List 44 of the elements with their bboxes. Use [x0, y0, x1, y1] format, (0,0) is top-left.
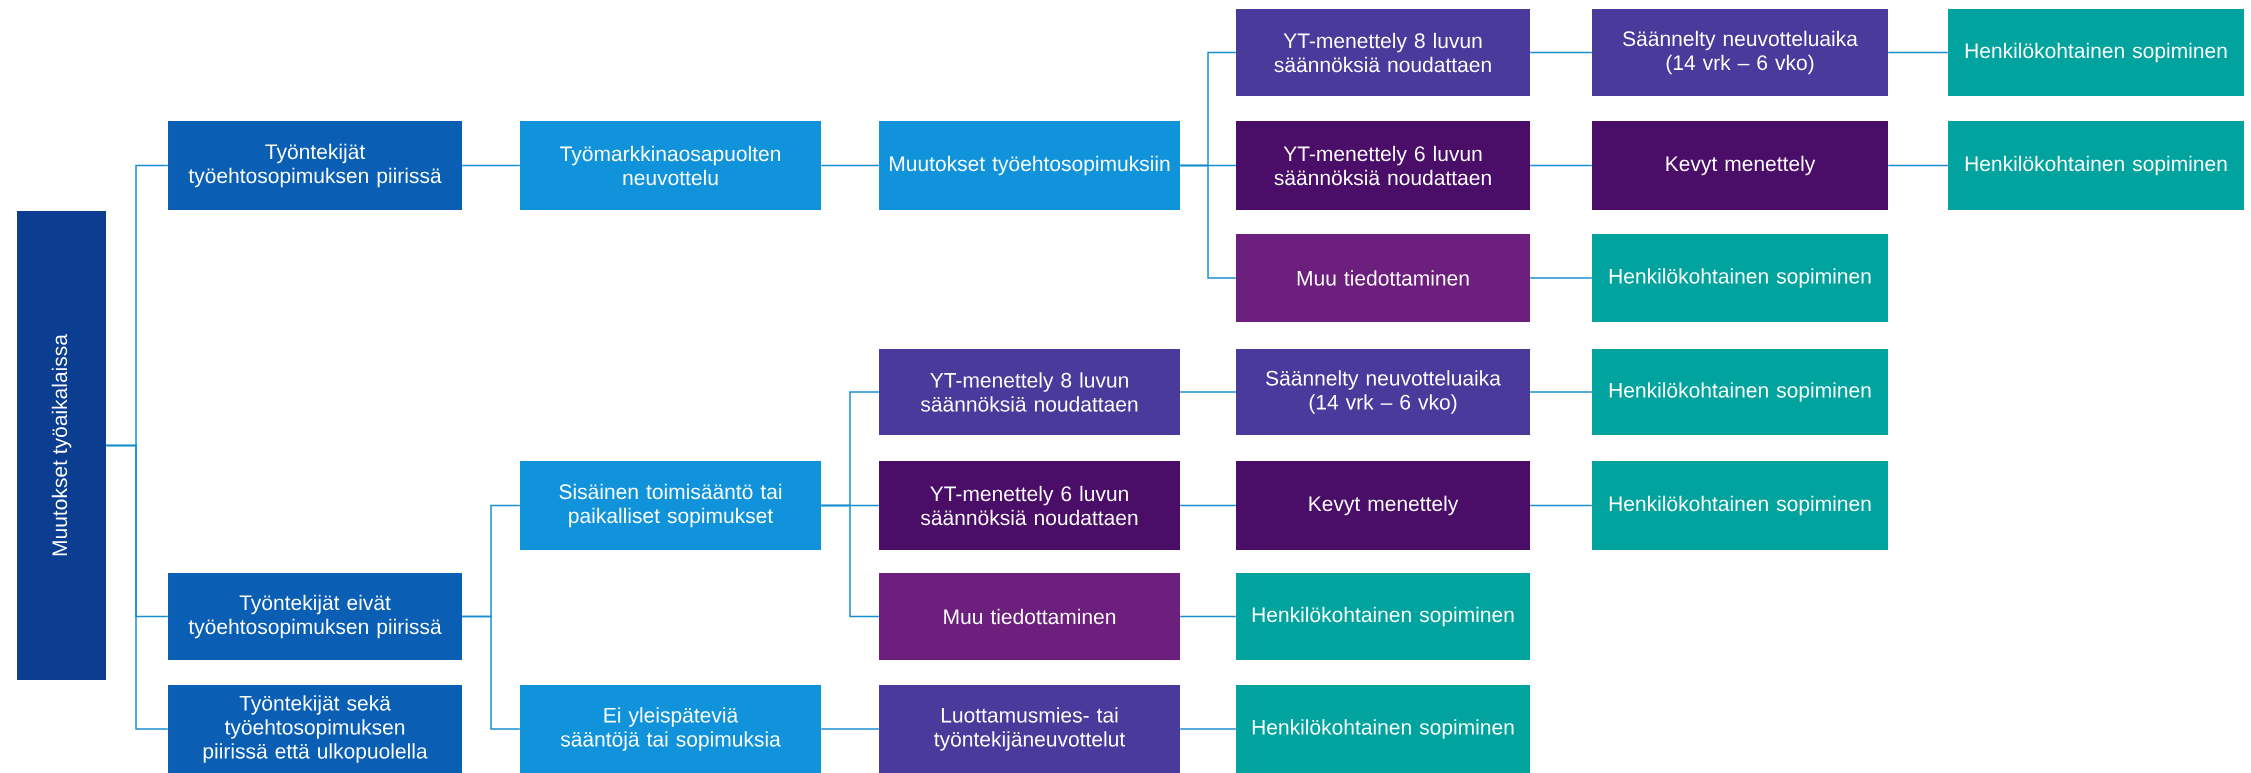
connector-line: [1179, 391, 1237, 393]
connector-line: [1179, 504, 1237, 507]
connector-line: [1529, 164, 1593, 167]
outcome-box: Henkilökohtainen sopiminen: [1592, 234, 1888, 322]
category-box: Työntekijät sekä työehtosopimuksen piirissä että ulkopuolella: [168, 685, 462, 773]
root-box: Muutokset työaikalaissa: [17, 211, 106, 680]
connector-line: [1179, 164, 1237, 279]
process-box: Muutokset työehtosopimuksiin: [879, 121, 1180, 210]
connector-line: [1179, 615, 1237, 618]
connector-line: [1529, 504, 1593, 507]
connector-line: [820, 164, 880, 167]
procedure-box: YT-menettely 8 luvun säännöksiä noudattaen: [1236, 9, 1530, 96]
procedure-box: Muu tiedottaminen: [1236, 234, 1530, 322]
outcome-box: Henkilökohtainen sopiminen: [1236, 573, 1530, 660]
connector-line: [1887, 164, 1949, 167]
process-box: Työmarkkinaosapuolten neuvottelu: [520, 121, 821, 210]
procedure-box: YT-menettely 6 luvun säännöksiä noudattaen: [1236, 121, 1530, 210]
connector-line: [1179, 728, 1237, 730]
category-box: Työntekijät työehtosopimuksen piirissä: [168, 121, 462, 210]
connector-line: [105, 444, 169, 730]
procedure-box: Säännelty neuvotteluaika (14 vrk – 6 vko): [1236, 349, 1530, 435]
connector-line: [461, 164, 521, 167]
procedure-box: Muu tiedottaminen: [879, 573, 1180, 660]
outcome-box: Henkilökohtainen sopiminen: [1948, 9, 2244, 96]
connector-line: [1529, 391, 1593, 393]
connector-line: [820, 504, 880, 618]
connector-line: [1529, 277, 1593, 279]
connector-line: [1529, 51, 1593, 54]
procedure-box: Kevyt menettely: [1236, 461, 1530, 550]
outcome-box: Henkilökohtainen sopiminen: [1592, 461, 1888, 550]
connector-line: [820, 728, 880, 730]
outcome-box: Henkilökohtainen sopiminen: [1236, 685, 1530, 773]
procedure-box: Luottamusmies- tai työntekijäneuvottelut: [879, 685, 1180, 773]
connector-line: [461, 615, 521, 730]
process-box: Ei yleispäteviä sääntöjä tai sopimuksia: [520, 685, 821, 773]
category-box: Työntekijät eivät työehtosopimuksen piirissä: [168, 573, 462, 660]
process-box: Sisäinen toimisääntö tai paikalliset sopimukset: [520, 461, 821, 550]
procedure-box: Kevyt menettely: [1592, 121, 1888, 210]
procedure-box: YT-menettely 6 luvun säännöksiä noudattaen: [879, 461, 1180, 550]
outcome-box: Henkilökohtainen sopiminen: [1592, 349, 1888, 435]
procedure-box: YT-menettely 8 luvun säännöksiä noudattaen: [879, 349, 1180, 435]
outcome-box: Henkilökohtainen sopiminen: [1948, 121, 2244, 210]
connector-line: [1887, 51, 1949, 54]
procedure-box: Säännelty neuvotteluaika (14 vrk – 6 vko): [1592, 9, 1888, 96]
